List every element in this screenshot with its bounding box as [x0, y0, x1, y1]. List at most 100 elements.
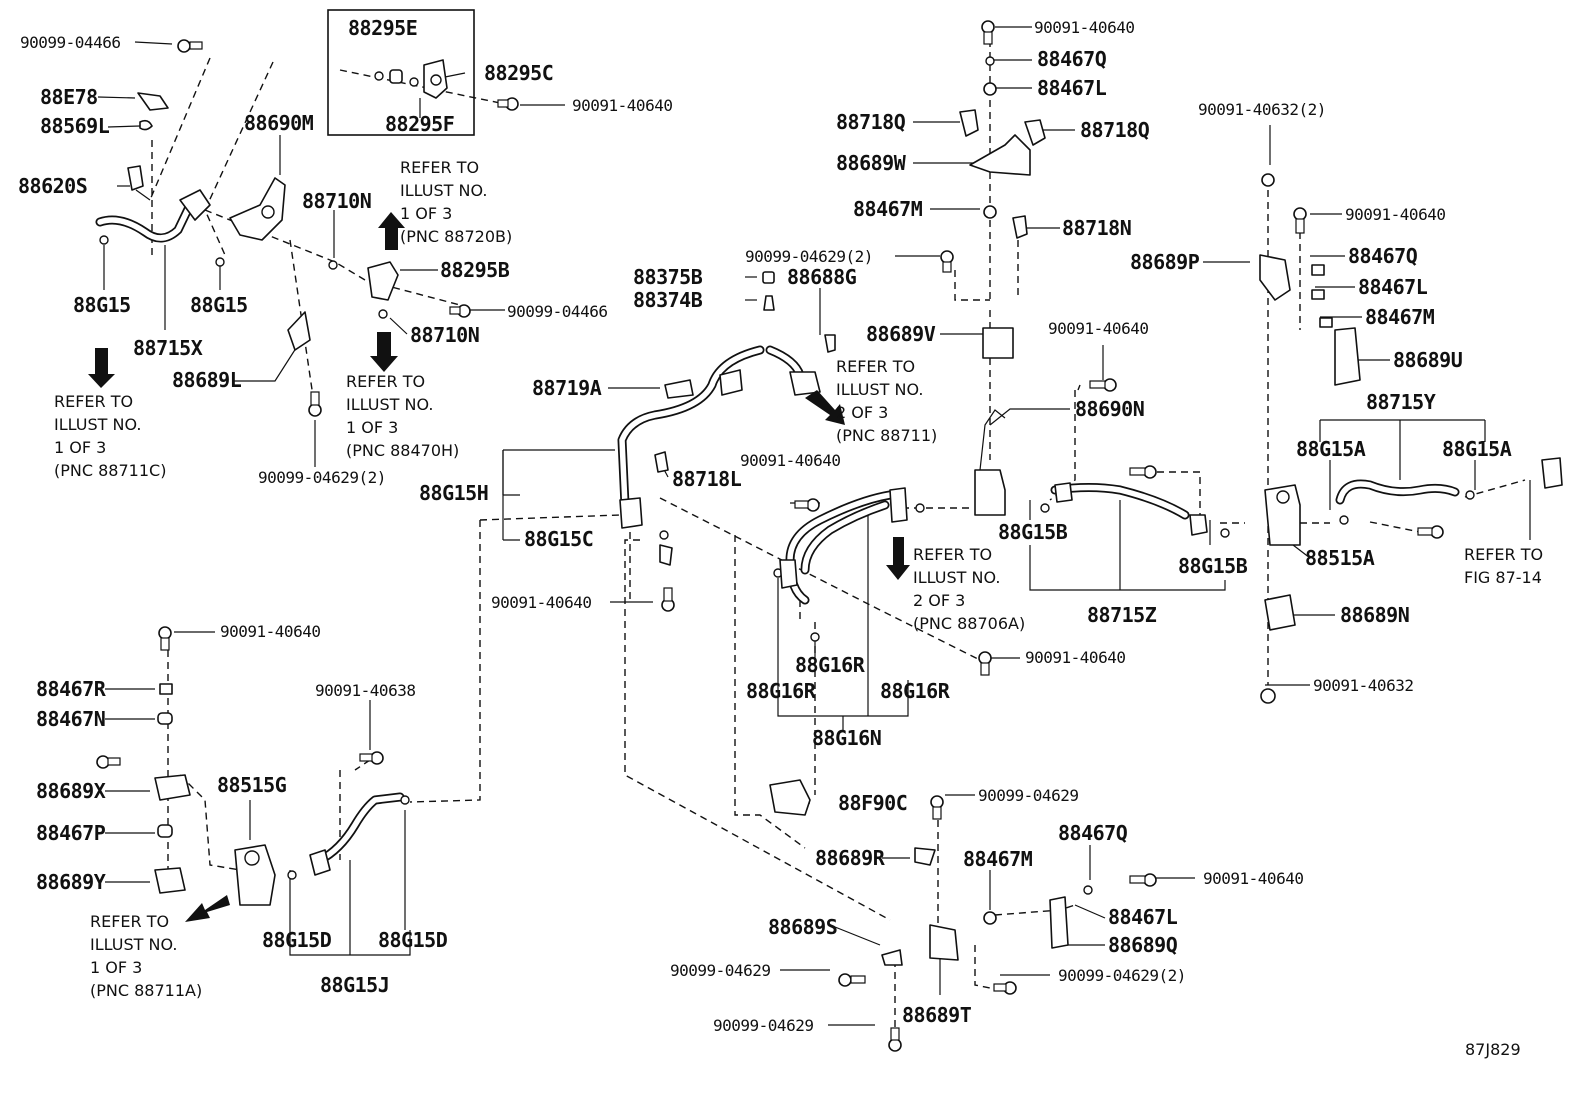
sensor-icon: [654, 451, 669, 473]
note-line: REFER TO: [1464, 545, 1543, 564]
part-label: 88569L: [40, 114, 110, 138]
nut-icon: [389, 69, 403, 84]
bolt-icon: [497, 97, 519, 111]
seal-ring-icon: [659, 530, 669, 540]
valve-core-icon: [763, 295, 775, 311]
part-label: 88374B: [633, 288, 703, 312]
note-line: (PNC 88470H): [346, 441, 459, 460]
part-label: 88G16R: [746, 679, 817, 703]
part-label: 90099-04466: [507, 302, 607, 321]
part-label: 88715X: [133, 336, 203, 360]
part-label: 88G15H: [419, 481, 488, 505]
bracket-icon: [154, 774, 191, 801]
note-line: ILLUST NO.: [400, 181, 487, 200]
part-label: 88G15A: [1296, 437, 1366, 461]
part-label: 88689N: [1340, 603, 1409, 627]
part-label: 88467P: [36, 821, 106, 845]
part-label: 88718N: [1062, 216, 1131, 240]
cap-icon: [762, 271, 775, 284]
fitting-icon: [789, 371, 821, 396]
note-line: ILLUST NO.: [346, 395, 433, 414]
bolt-icon: [1261, 173, 1275, 187]
part-label: 88G15C: [524, 527, 593, 551]
arrow-diagonal-icon: [805, 390, 845, 425]
part-label: 88515A: [1305, 546, 1375, 570]
part-label: 90091-40640: [1048, 319, 1148, 338]
part-label: 88689U: [1393, 348, 1462, 372]
note-line: (PNC 88711C): [54, 461, 166, 480]
part-label: 88715Y: [1366, 390, 1436, 414]
bolt-icon: [981, 20, 995, 45]
grommet-icon: [983, 82, 997, 96]
bolt-icon: [930, 795, 944, 820]
bolt-icon: [177, 39, 203, 53]
part-label: 90099-04466: [20, 33, 120, 52]
note-line: REFER TO: [90, 912, 169, 931]
valve-icon: [367, 261, 399, 301]
part-label: 88689W: [836, 151, 907, 175]
part-label: 88688G: [787, 265, 857, 289]
bolt-icon: [359, 751, 384, 765]
bolt-icon: [1089, 378, 1117, 392]
note-refer-88711A: REFER TO ILLUST NO. 1 OF 3 (PNC 88711A): [90, 912, 202, 1000]
part-label: 88G15J: [320, 973, 389, 997]
seal-ring-icon: [1083, 885, 1093, 895]
part-label: 88E78: [40, 85, 98, 109]
arrow-down-icon: [88, 348, 115, 388]
bracket-icon: [287, 311, 311, 351]
part-label: 90091-40640: [1203, 869, 1303, 888]
part-label: 88467L: [1358, 275, 1428, 299]
bolt-icon: [308, 391, 322, 417]
electric-valve-icon: [229, 177, 286, 241]
seal-ring-icon: [99, 235, 109, 245]
note-refer-88470H: REFER TO ILLUST NO. 1 OF 3 (PNC 88470H): [346, 372, 459, 460]
note-line: (PNC 88711A): [90, 981, 202, 1000]
part-label: 88718Q: [836, 110, 906, 134]
electric-valve-icon: [1264, 484, 1301, 546]
grommet-icon: [983, 205, 997, 219]
part-label: 88710N: [302, 189, 371, 213]
part-label: 88295F: [385, 112, 454, 136]
sensor-icon: [1024, 119, 1046, 146]
bracket-icon: [929, 924, 959, 961]
part-label: 90091-40640: [1034, 18, 1134, 37]
note-line: (PNC 88720B): [400, 227, 512, 246]
part-label: 88467Q: [1348, 244, 1418, 268]
fitting-icon: [309, 849, 331, 876]
part-label: 88690M: [244, 111, 314, 135]
part-label: 88G16R: [795, 653, 866, 677]
seal-ring-icon: [915, 503, 925, 513]
part-label: 88689S: [768, 915, 837, 939]
bracket-icon: [154, 867, 186, 894]
bolt-icon: [96, 755, 121, 769]
part-label: 88467N: [36, 707, 105, 731]
part-label: 90091-40640: [572, 96, 672, 115]
note-refer-fig-87-14: REFER TO FIG 87-14: [1464, 545, 1543, 587]
clip-icon: [824, 334, 836, 353]
clip-icon: [881, 949, 903, 966]
part-label: 90099-04629: [713, 1016, 813, 1035]
part-label: 88G15: [190, 293, 248, 317]
clip-icon: [914, 847, 936, 866]
part-label: 88G15A: [1442, 437, 1512, 461]
note-line: FIG 87-14: [1464, 568, 1542, 587]
bracket-icon: [969, 134, 1031, 176]
bolt-icon: [993, 981, 1017, 995]
part-label: 88690N: [1075, 397, 1144, 421]
seal-ring-icon: [400, 795, 410, 805]
reference-notes: REFER TO ILLUST NO. 1 OF 3 (PNC 88711C) …: [54, 158, 1543, 1000]
part-label: 88467Q: [1058, 821, 1128, 845]
bolt-icon: [888, 1027, 902, 1052]
bolt-icon: [1260, 688, 1276, 704]
fitting-icon: [664, 379, 694, 399]
seal-ring-icon: [328, 260, 338, 270]
bracket-icon: [1049, 896, 1069, 949]
note-line: ILLUST NO.: [836, 380, 923, 399]
part-label: 88710N: [410, 323, 479, 347]
note-line: 1 OF 3: [90, 958, 142, 977]
arrow-down-icon: [370, 332, 398, 372]
seal-ring-icon: [1220, 528, 1230, 538]
part-label: 88G15D: [262, 928, 332, 952]
refrigerant-tubes: [95, 200, 1460, 865]
